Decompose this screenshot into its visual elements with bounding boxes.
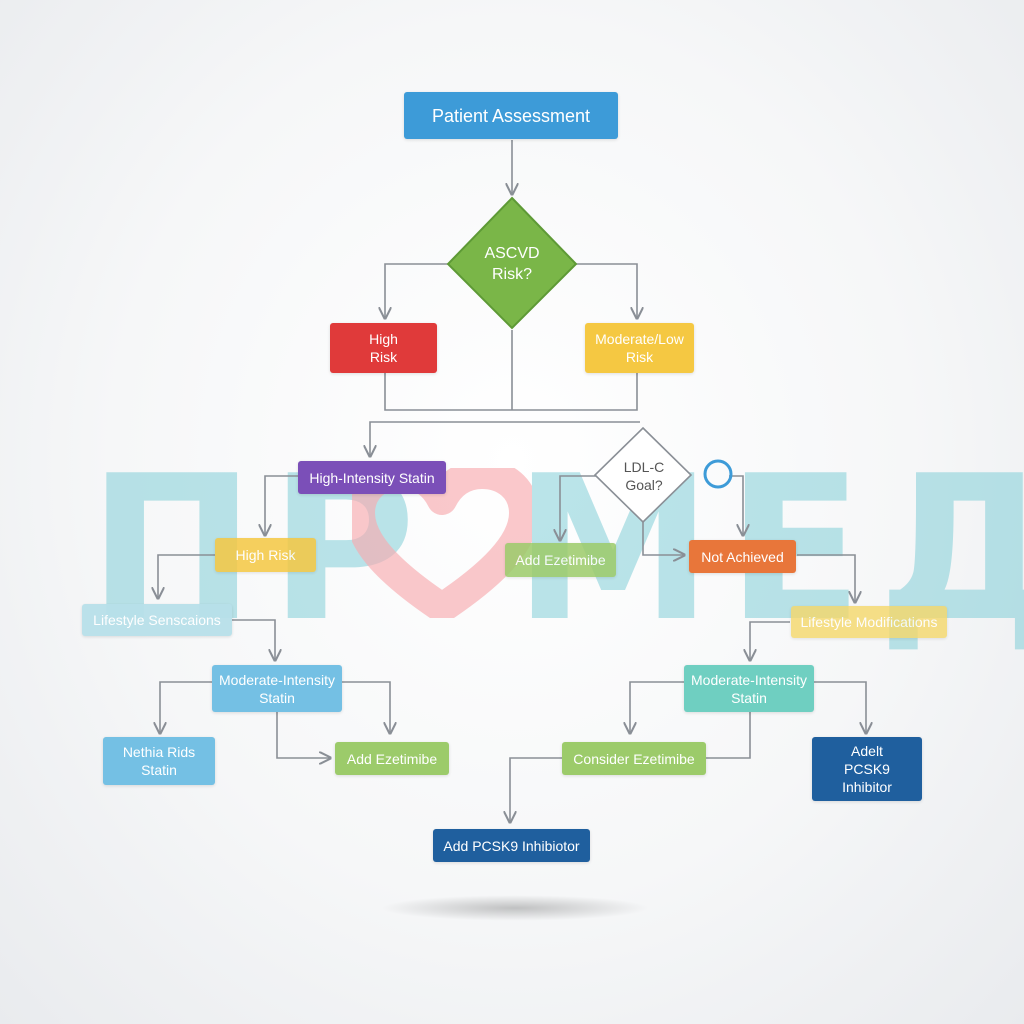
connector bbox=[232, 619, 275, 660]
connector bbox=[706, 712, 751, 759]
connector bbox=[265, 475, 300, 535]
connector bbox=[560, 475, 598, 540]
connector bbox=[510, 757, 562, 822]
connector bbox=[276, 712, 330, 758]
nethia-rids-statin-node[interactable]: Nethia Rids Statin bbox=[103, 737, 215, 785]
connector bbox=[642, 520, 684, 555]
high-risk-2-node[interactable]: High Risk bbox=[215, 538, 316, 572]
connector bbox=[384, 373, 638, 411]
connector bbox=[797, 554, 855, 602]
ldl-goal-label[interactable]: LDL-C Goal? bbox=[623, 459, 665, 493]
add-ezetimibe-2-node[interactable]: Add Ezetimibe bbox=[335, 742, 449, 775]
not-achieved-node[interactable]: Not Achieved bbox=[689, 540, 796, 573]
connector bbox=[576, 263, 637, 318]
consider-ezetimibe-node[interactable]: Consider Ezetimibe bbox=[562, 742, 706, 775]
high-intensity-statin-node[interactable]: High-Intensity Statin bbox=[298, 461, 446, 494]
add-pcsk9-inhibitor-node[interactable]: Add PCSK9 Inhibiotor bbox=[433, 829, 590, 862]
connector bbox=[370, 421, 640, 456]
add-ezetimibe-node[interactable]: Add Ezetimibe bbox=[505, 543, 616, 577]
connector bbox=[160, 681, 212, 733]
connector bbox=[814, 681, 866, 733]
ascvd-risk-label[interactable]: ASCVD Risk? bbox=[484, 245, 540, 283]
connector bbox=[750, 621, 790, 660]
connector bbox=[385, 263, 448, 318]
ldl-goal-diamond bbox=[593, 426, 693, 524]
ascvd-risk-diamond bbox=[446, 196, 578, 330]
connector bbox=[729, 475, 743, 535]
high-risk-node[interactable]: High Risk bbox=[330, 323, 437, 373]
lifestyle-modifications-node[interactable]: Lifestyle Modifications bbox=[791, 606, 947, 638]
connector bbox=[158, 554, 215, 598]
adelt-pcsk9-node[interactable]: Adelt PCSK9 Inhibitor bbox=[812, 737, 922, 801]
moderate-low-risk-node[interactable]: Moderate/Low Risk bbox=[585, 323, 694, 373]
lifestyle-senscaions-node[interactable]: Lifestyle Senscaions bbox=[82, 604, 232, 636]
moderate-intensity-statin-left-node[interactable]: Moderate-Intensity Statin bbox=[212, 665, 342, 712]
moderate-intensity-statin-right-node[interactable]: Moderate-Intensity Statin bbox=[684, 665, 814, 712]
patient-assessment-node[interactable]: Patient Assessment bbox=[404, 92, 618, 139]
connector bbox=[342, 681, 390, 733]
ground-shadow bbox=[380, 895, 650, 921]
connector bbox=[630, 681, 684, 733]
target-icon bbox=[703, 459, 733, 489]
